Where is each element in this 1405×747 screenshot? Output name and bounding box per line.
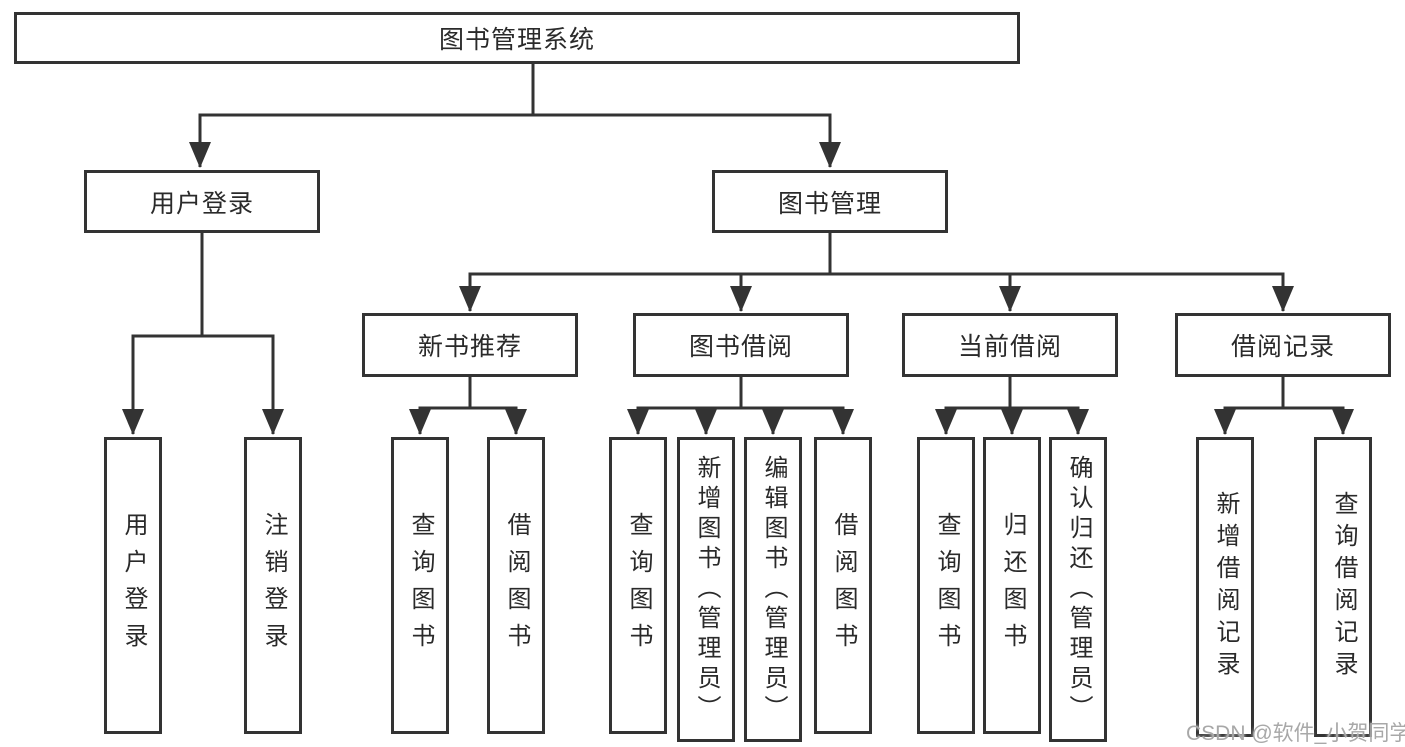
node-current-borrow: 当前借阅 [902, 313, 1118, 377]
leaf-label: 借阅图书 [830, 511, 857, 660]
leaf-query-books-recommend: 查询图书 [391, 437, 449, 734]
leaf-label: 查询图书 [625, 511, 652, 660]
leaf-query-books-borrow: 查询图书 [609, 437, 667, 734]
leaf-label: 编辑图书（管理员） [760, 454, 787, 725]
node-new-book-recommend: 新书推荐 [362, 313, 578, 377]
leaf-label: 确认归还（管理员） [1065, 454, 1092, 725]
node-book-management: 图书管理 [712, 170, 948, 233]
leaf-label: 用户登录 [120, 511, 147, 660]
node-user-login: 用户登录 [84, 170, 320, 233]
leaf-label: 注销登录 [260, 511, 287, 660]
leaf-label: 借阅图书 [503, 511, 530, 660]
node-book-borrow: 图书借阅 [633, 313, 849, 377]
leaf-user-login: 用户登录 [104, 437, 162, 734]
leaf-edit-book-admin: 编辑图书（管理员） [744, 437, 802, 742]
leaf-label: 归还图书 [999, 511, 1026, 660]
leaf-return-book: 归还图书 [983, 437, 1041, 734]
leaf-add-book-admin: 新增图书（管理员） [677, 437, 735, 742]
leaf-borrow-books-recommend: 借阅图书 [487, 437, 545, 734]
leaf-query-books-current: 查询图书 [917, 437, 975, 734]
leaf-confirm-return-admin: 确认归还（管理员） [1049, 437, 1107, 742]
watermark: CSDN @软件_小贺同学 [1186, 722, 1405, 745]
node-root: 图书管理系统 [14, 12, 1020, 64]
leaf-add-borrow-record: 新增借阅记录 [1196, 437, 1254, 737]
leaf-label: 查询图书 [407, 511, 434, 660]
node-borrow-records: 借阅记录 [1175, 313, 1391, 377]
leaf-label: 查询借阅记录 [1330, 491, 1357, 683]
leaf-label: 查询图书 [933, 511, 960, 660]
leaf-query-borrow-record: 查询借阅记录 [1314, 437, 1372, 737]
leaf-logout: 注销登录 [244, 437, 302, 734]
leaf-borrow-books: 借阅图书 [814, 437, 872, 734]
leaf-label: 新增图书（管理员） [693, 454, 720, 725]
leaf-label: 新增借阅记录 [1212, 491, 1239, 683]
